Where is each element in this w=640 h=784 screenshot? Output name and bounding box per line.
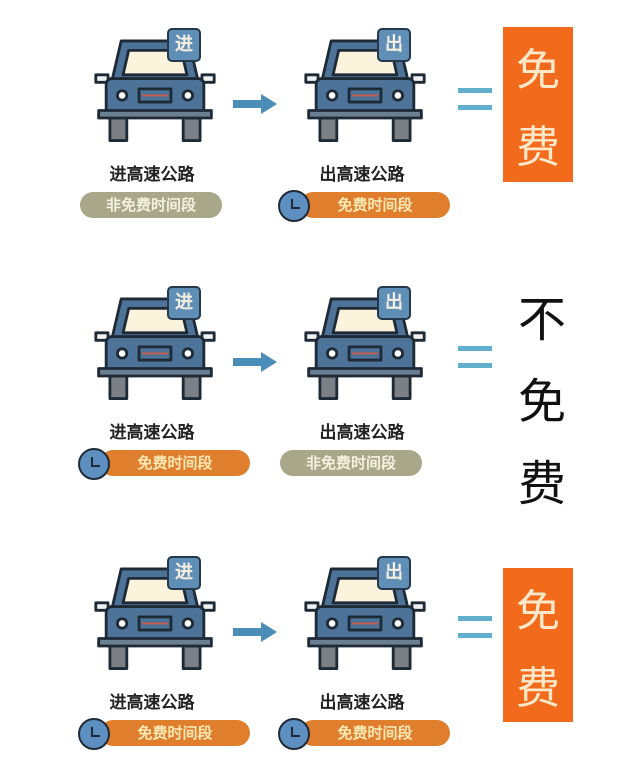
result-free: 免费 — [503, 568, 573, 722]
exit-time-badge: 非免费时间段 — [280, 450, 422, 476]
exit-label: 出高速公路 — [319, 423, 405, 443]
enter-label: 进高速公路 — [109, 423, 195, 443]
car-icon — [304, 567, 426, 670]
result-char: 费 — [516, 662, 560, 714]
enter-tag: 进 — [167, 28, 201, 62]
equals-icon — [458, 346, 492, 368]
arrow-right-icon — [233, 352, 277, 372]
exit-label: 出高速公路 — [319, 165, 405, 185]
clock-icon — [78, 718, 110, 750]
clock-icon — [278, 190, 310, 222]
clock-icon — [78, 448, 110, 480]
exit-tag: 出 — [377, 286, 411, 320]
exit-car — [303, 556, 427, 674]
result-char: 费 — [517, 456, 566, 512]
exit-time-badge: 免费时间段 — [300, 192, 450, 218]
exit-tag: 出 — [377, 28, 411, 62]
enter-time-badge: 免费时间段 — [100, 450, 250, 476]
result-char: 免 — [516, 585, 560, 637]
result-char: 费 — [516, 122, 560, 174]
car-icon — [304, 297, 426, 400]
arrow-right-icon — [233, 622, 277, 642]
car-icon — [94, 567, 216, 670]
equals-icon — [458, 88, 492, 110]
arrow-right-icon — [233, 94, 277, 114]
enter-tag: 进 — [167, 286, 201, 320]
equals-icon — [458, 616, 492, 638]
enter-label: 进高速公路 — [109, 693, 195, 713]
result-char: 不 — [517, 292, 566, 348]
enter-time-badge: 非免费时间段 — [80, 192, 222, 218]
result-char: 免 — [516, 44, 560, 96]
enter-tag: 进 — [167, 556, 201, 590]
result-free: 免费 — [503, 27, 573, 182]
exit-tag: 出 — [377, 556, 411, 590]
result-char: 免 — [517, 374, 566, 430]
exit-time-badge: 免费时间段 — [300, 720, 450, 746]
clock-icon — [278, 718, 310, 750]
enter-label: 进高速公路 — [109, 165, 195, 185]
exit-label: 出高速公路 — [319, 693, 405, 713]
enter-time-badge: 免费时间段 — [100, 720, 250, 746]
enter-car — [93, 556, 217, 674]
exit-car — [303, 286, 427, 404]
